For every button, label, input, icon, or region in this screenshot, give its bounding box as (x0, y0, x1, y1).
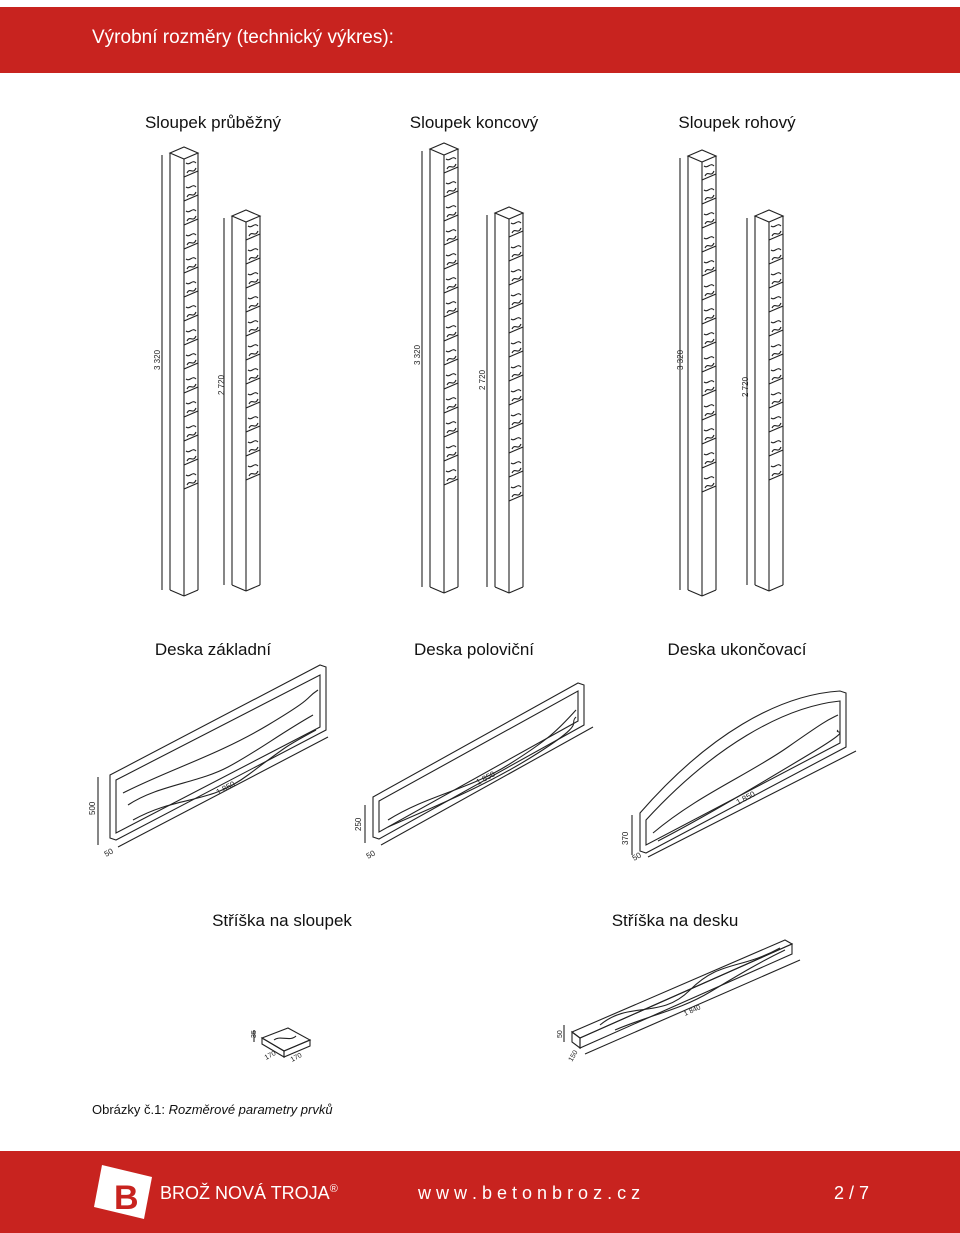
posts-drawing: 3 320 2 720 3 320 2 720 3 320 2 720 (153, 142, 785, 597)
cap-desku (563, 939, 801, 1055)
label-deska-zakladni: Deska základní (154, 640, 272, 659)
dim-koncovy-short: 2 720 (478, 369, 487, 390)
label-deska-polovicni: Deska poloviční (413, 640, 535, 659)
dim-striska-desku-h: 50 (557, 1030, 564, 1038)
label-deska-ukoncovaci: Deska ukončovací (667, 640, 807, 659)
dim-striska-sloupek-w1: 170 (264, 1050, 278, 1062)
post-prubezny-short (223, 209, 262, 592)
footer-brand: BROŽ NOVÁ TROJA® (160, 1183, 338, 1204)
post-rohovy-short (746, 209, 785, 592)
page-footer: B BROŽ NOVÁ TROJA® w w w . b e t o n b r… (0, 1151, 960, 1233)
caps-drawing: 35 170 170 50 150 1 840 (251, 939, 801, 1064)
dim-koncovy-tall: 3 320 (413, 344, 422, 365)
dim-striska-desku-l: 1 840 (683, 1004, 702, 1018)
label-sloupek-prubezny: Sloupek průběžný (144, 113, 282, 132)
dim-rohovy-short: 2 720 (741, 376, 750, 397)
post-koncovy-short (486, 206, 525, 594)
footer-brand-name: BROŽ NOVÁ TROJA (160, 1183, 330, 1203)
page-header: Výrobní rozměry (technický výkres): (0, 7, 960, 73)
dim-polovicni-height: 250 (354, 817, 363, 831)
dim-rohovy-tall: 3 320 (676, 349, 685, 370)
dim-polovicni-depth: 50 (365, 848, 378, 860)
dim-ukoncovaci-depth: 50 (631, 850, 644, 862)
dim-ukoncovaci-height: 370 (621, 831, 630, 845)
label-striska-sloupek: Stříška na sloupek (212, 911, 352, 930)
panels-drawing: 500 1 850 50 250 1 850 50 370 1 850 50 (88, 664, 857, 863)
panel-polovicni (364, 682, 594, 846)
label-striska-desku: Stříška na desku (611, 911, 739, 930)
label-sloupek-koncovy: Sloupek koncový (409, 113, 539, 132)
page-title: Výrobní rozměry (technický výkres): (92, 27, 394, 48)
dim-striska-sloupek-w2: 170 (290, 1052, 304, 1064)
logo-letter: B (114, 1179, 139, 1217)
caption-prefix: Obrázky č.1: (92, 1102, 169, 1117)
cap-sloupek (253, 1027, 312, 1058)
dim-zakladni-depth: 50 (103, 846, 116, 858)
caption-text: Rozměrové parametry prvků (168, 1102, 333, 1117)
post-prubezny-tall (161, 146, 200, 597)
dim-zakladni-height: 500 (88, 801, 97, 815)
panel-ukoncovaci (631, 690, 857, 858)
dim-striska-desku-w: 150 (568, 1049, 580, 1063)
post-rohovy-tall (679, 149, 718, 597)
panel-zakladni (97, 664, 329, 848)
dim-prubezny-tall: 3 320 (153, 349, 162, 370)
figure-caption: Obrázky č.1: Rozměrové parametry prvků (92, 1102, 333, 1117)
footer-url[interactable]: w w w . b e t o n b r o z . c z (418, 1183, 641, 1203)
dim-striska-sloupek-h: 35 (251, 1030, 258, 1038)
label-sloupek-rohovy: Sloupek rohový (678, 113, 796, 132)
broz-logo: B (94, 1165, 152, 1219)
post-koncovy-tall (421, 142, 460, 594)
dim-prubezny-short: 2 720 (217, 374, 226, 395)
page-number: 2 / 7 (834, 1183, 870, 1203)
registered-mark: ® (329, 1183, 338, 1195)
